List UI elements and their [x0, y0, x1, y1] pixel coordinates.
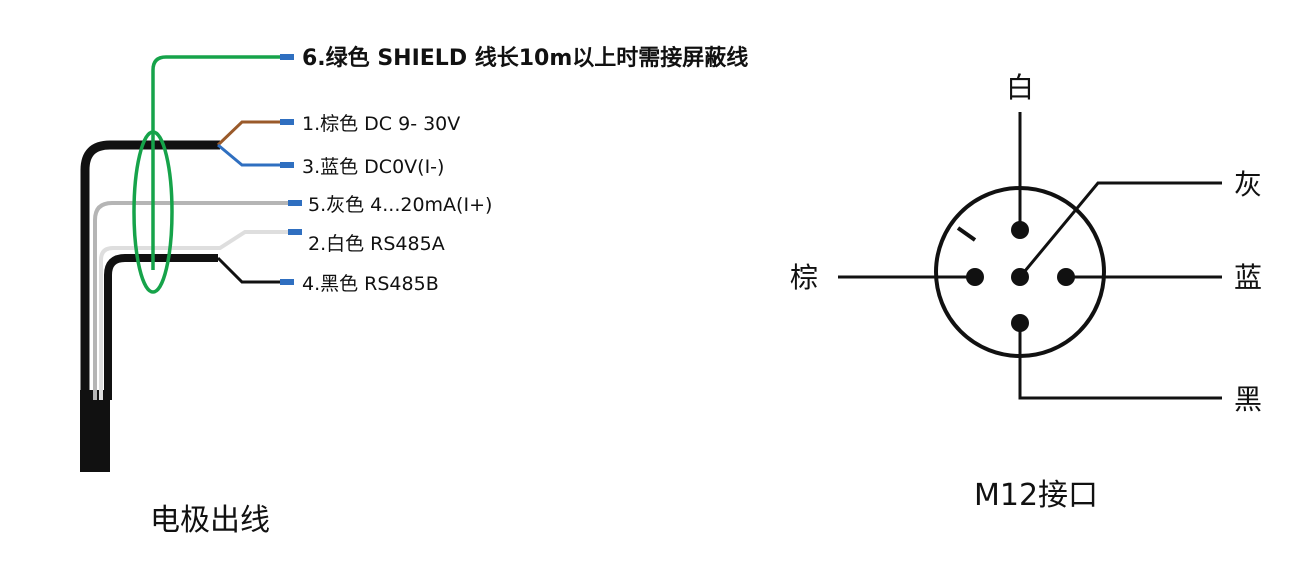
cable-caption: 电极出线: [150, 503, 270, 538]
core-black: [216, 256, 282, 284]
pin-label-right: 蓝: [1234, 261, 1262, 294]
wire-tip: [288, 229, 302, 235]
leader-diagonal: [1018, 181, 1222, 278]
wire-tip: [280, 279, 294, 285]
pin-label-top: 白: [1006, 71, 1034, 104]
wire-tip: [280, 162, 294, 168]
pin-label-left: 棕: [790, 261, 818, 294]
wire-label-shield: 6.绿色 SHIELD 线长10m以上时需接屏蔽线: [302, 45, 748, 71]
pin-label-diagonal: 灰: [1234, 168, 1262, 201]
shield-wire-green: [151, 55, 280, 270]
connector-caption: M12接口: [974, 478, 1098, 513]
connector-key-notch: [956, 226, 977, 242]
pin-label-bottom: 黑: [1234, 383, 1262, 416]
shield-ring: [132, 130, 174, 294]
wire-tip: [280, 54, 294, 60]
cable-sheath: [80, 390, 110, 472]
wire-label-brown: 1.棕色 DC 9- 30V: [302, 113, 460, 135]
wire-label-blue: 3.蓝色 DC0V(I-): [302, 156, 444, 178]
wire-tip: [280, 119, 294, 125]
core-gray: [93, 201, 290, 400]
cable-jacket-outer: [80, 140, 220, 400]
core-blue: [217, 143, 282, 167]
electrode-cable: 6.绿色 SHIELD 线长10m以上时需接屏蔽线 1.棕色 DC 9- 30V…: [80, 45, 748, 538]
wire-label-gray: 5.灰色 4...20mA(I+): [308, 194, 492, 216]
cable-jacket-inner: [104, 254, 218, 400]
wire-tip: [288, 200, 302, 206]
m12-connector: 白 棕 灰 蓝 黑 M12接口: [790, 71, 1262, 513]
wire-label-black: 4.黑色 RS485B: [302, 273, 439, 295]
wire-tips: [280, 54, 302, 285]
wire-label-white: 2.白色 RS485A: [308, 233, 445, 255]
core-brown: [216, 120, 282, 147]
leader-bottom: [1018, 323, 1222, 400]
core-white: [99, 230, 290, 400]
